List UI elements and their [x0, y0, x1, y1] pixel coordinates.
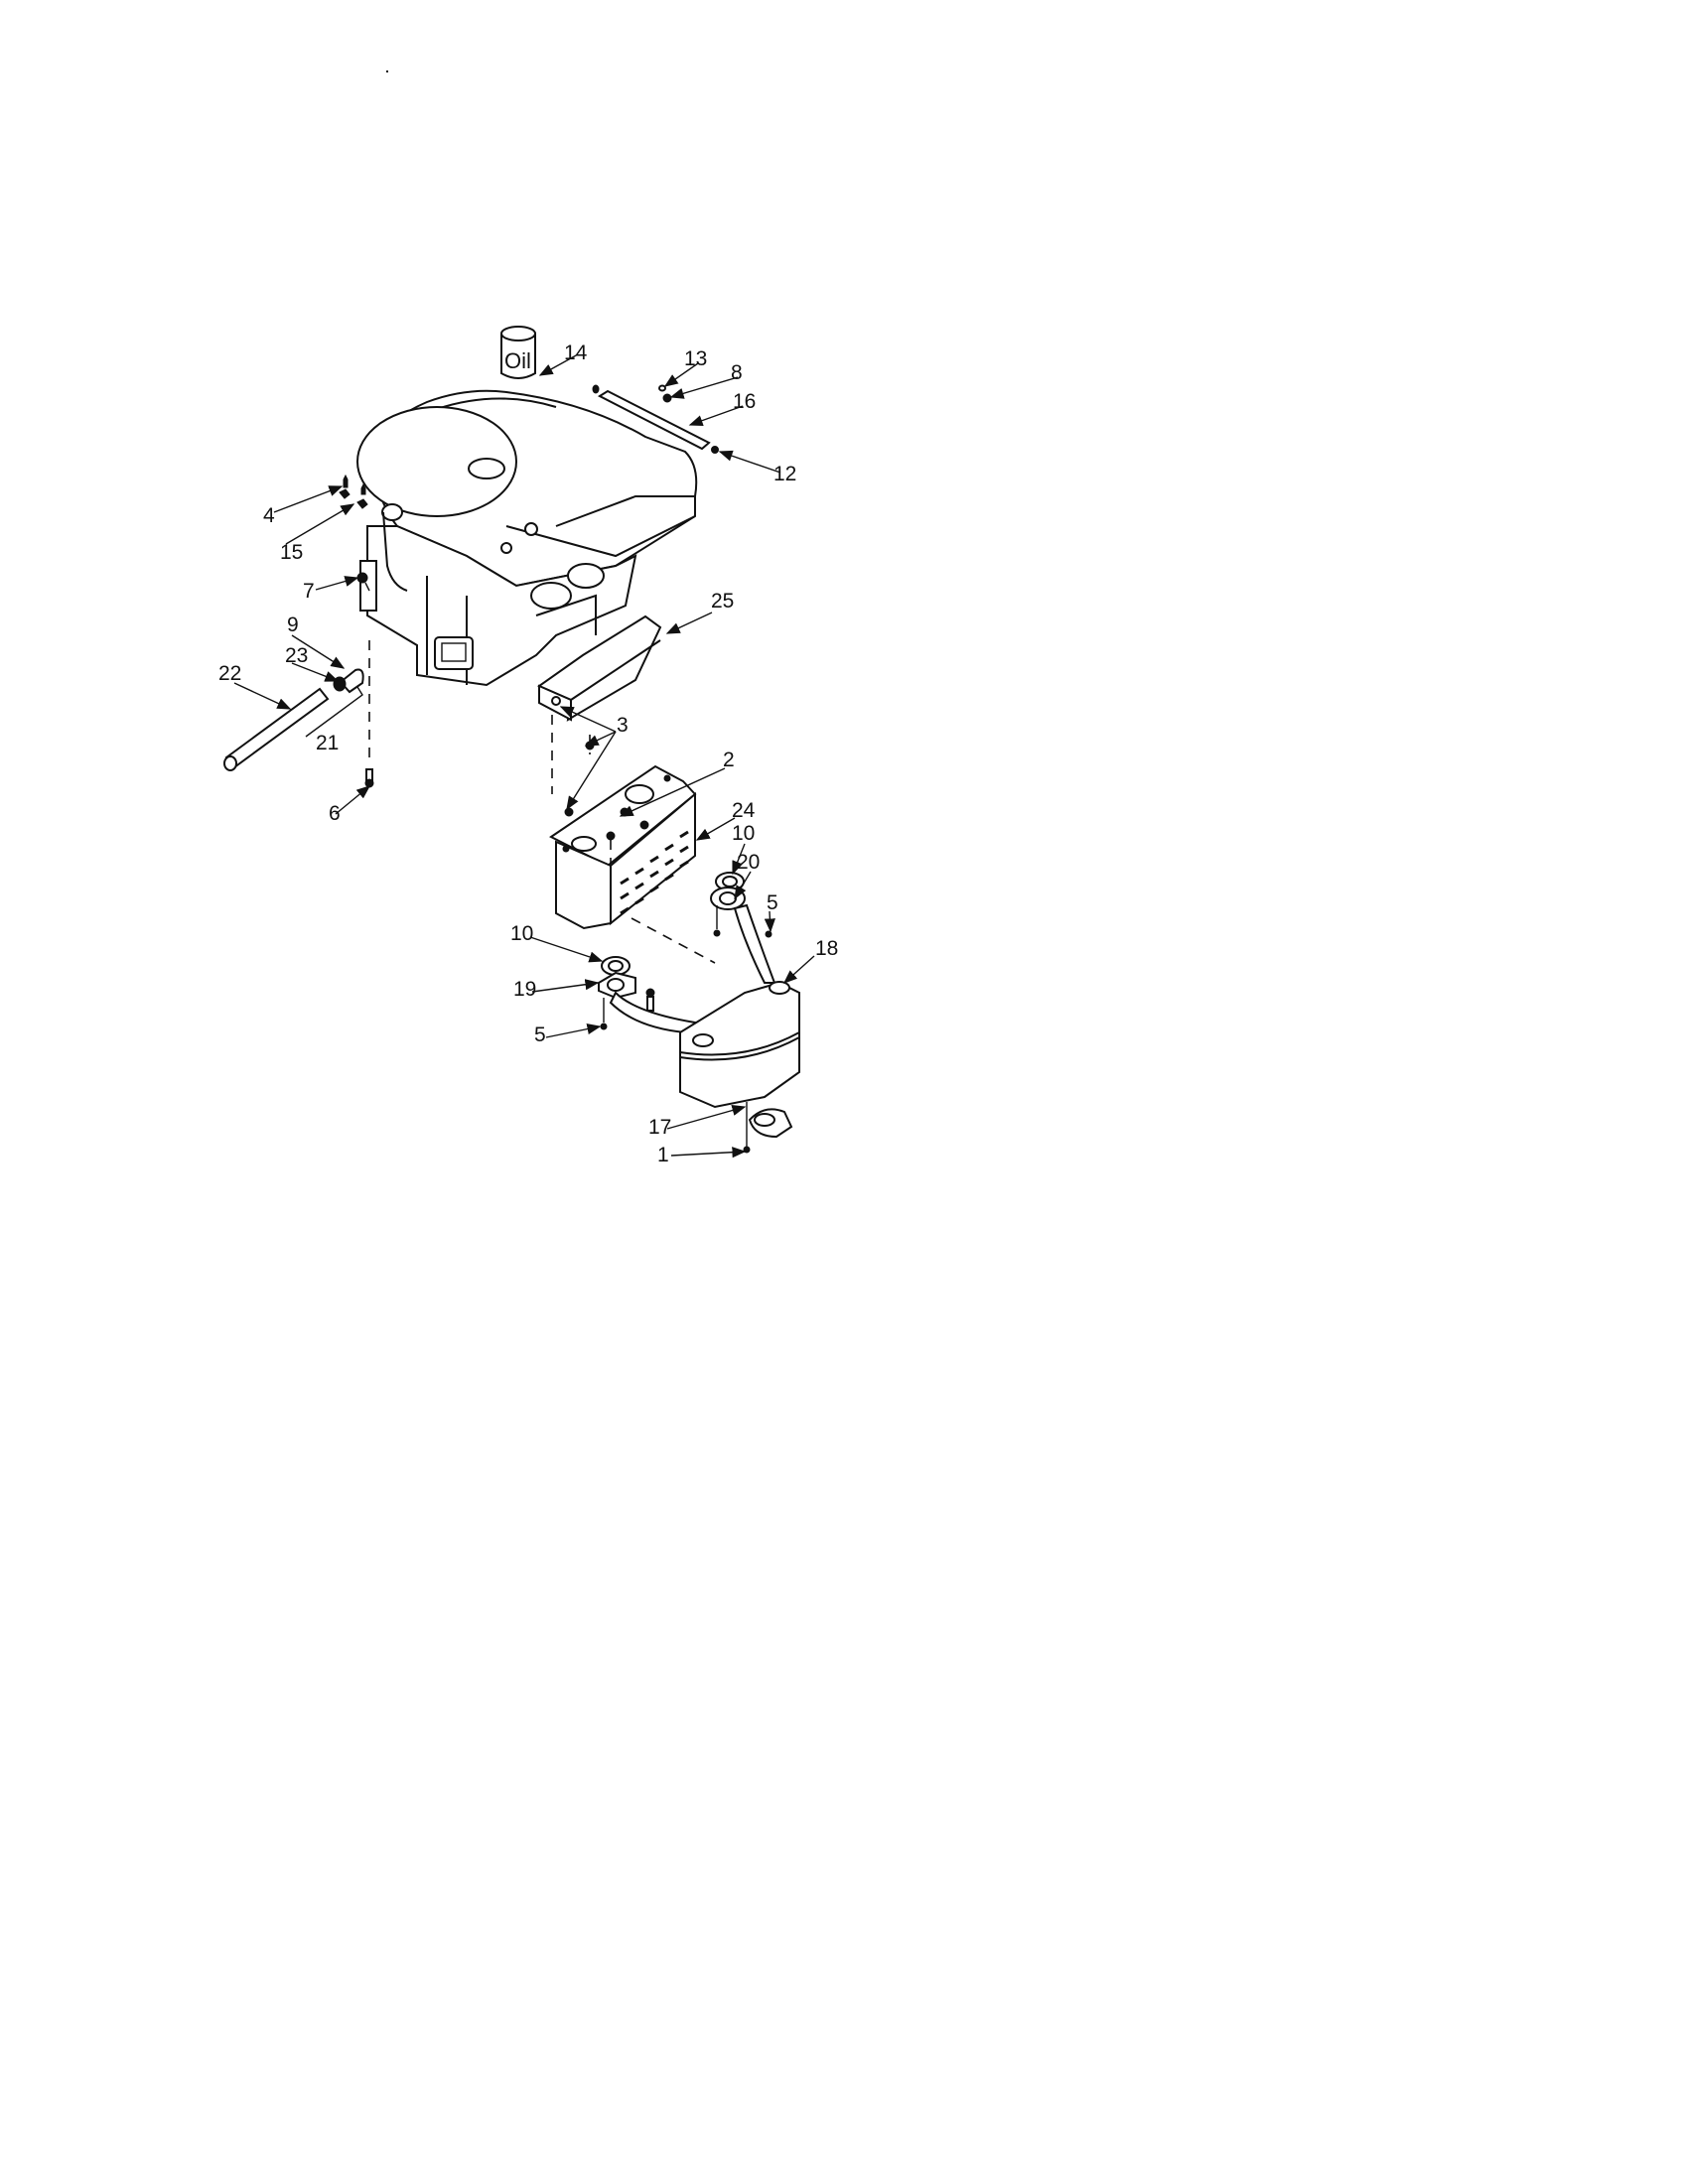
- callout-1: 1: [657, 1144, 669, 1166]
- callout-17: 17: [648, 1116, 671, 1139]
- left-fasteners: [339, 474, 370, 592]
- callout-14: 14: [564, 341, 588, 364]
- callout-22: 22: [218, 662, 241, 685]
- callout-18: 18: [815, 937, 838, 960]
- stray-mark: [386, 70, 388, 72]
- callout-12: 12: [773, 463, 796, 485]
- callout-19: 19: [513, 978, 536, 1001]
- callout-10-left: 10: [510, 922, 533, 945]
- callout-15: 15: [280, 541, 303, 564]
- muffler-part: [609, 903, 800, 1154]
- drain-hose-parts: [223, 668, 364, 771]
- callout-8: 8: [731, 361, 743, 384]
- callout-7: 7: [303, 580, 315, 603]
- callout-24: 24: [732, 799, 756, 822]
- callout-5-left: 5: [534, 1024, 546, 1046]
- callout-21: 21: [316, 732, 339, 754]
- muffler-guard-part: [549, 764, 697, 930]
- screw-3b: [564, 807, 574, 817]
- leader-lines: [233, 353, 815, 1159]
- callout-3: 3: [617, 714, 629, 737]
- callout-10-right: 10: [732, 822, 755, 845]
- callout-2: 2: [723, 749, 735, 771]
- callout-16: 16: [733, 390, 756, 413]
- engine-bolt-part: [364, 640, 374, 788]
- alignment-line: [631, 917, 716, 964]
- exhaust-gasket-right: [710, 872, 772, 938]
- callout-9: 9: [287, 614, 299, 636]
- callout-23: 23: [285, 644, 308, 667]
- callout-labels: 14 13 8 16 12 4 15 7 25 9 23 22 21 3 2 6…: [218, 341, 838, 1166]
- callout-4: 4: [263, 504, 275, 527]
- exhaust-gasket-left: [598, 956, 655, 1030]
- engine-part: [356, 389, 698, 687]
- callout-20: 20: [737, 851, 760, 874]
- dipstick-tube-part: [592, 384, 719, 454]
- oil-bottle-part: Oil: [500, 326, 536, 379]
- callout-6: 6: [329, 802, 341, 825]
- callout-25: 25: [711, 590, 734, 613]
- callout-5-right: 5: [767, 891, 778, 914]
- callout-13: 13: [684, 347, 707, 370]
- svg-text:Oil: Oil: [504, 348, 531, 373]
